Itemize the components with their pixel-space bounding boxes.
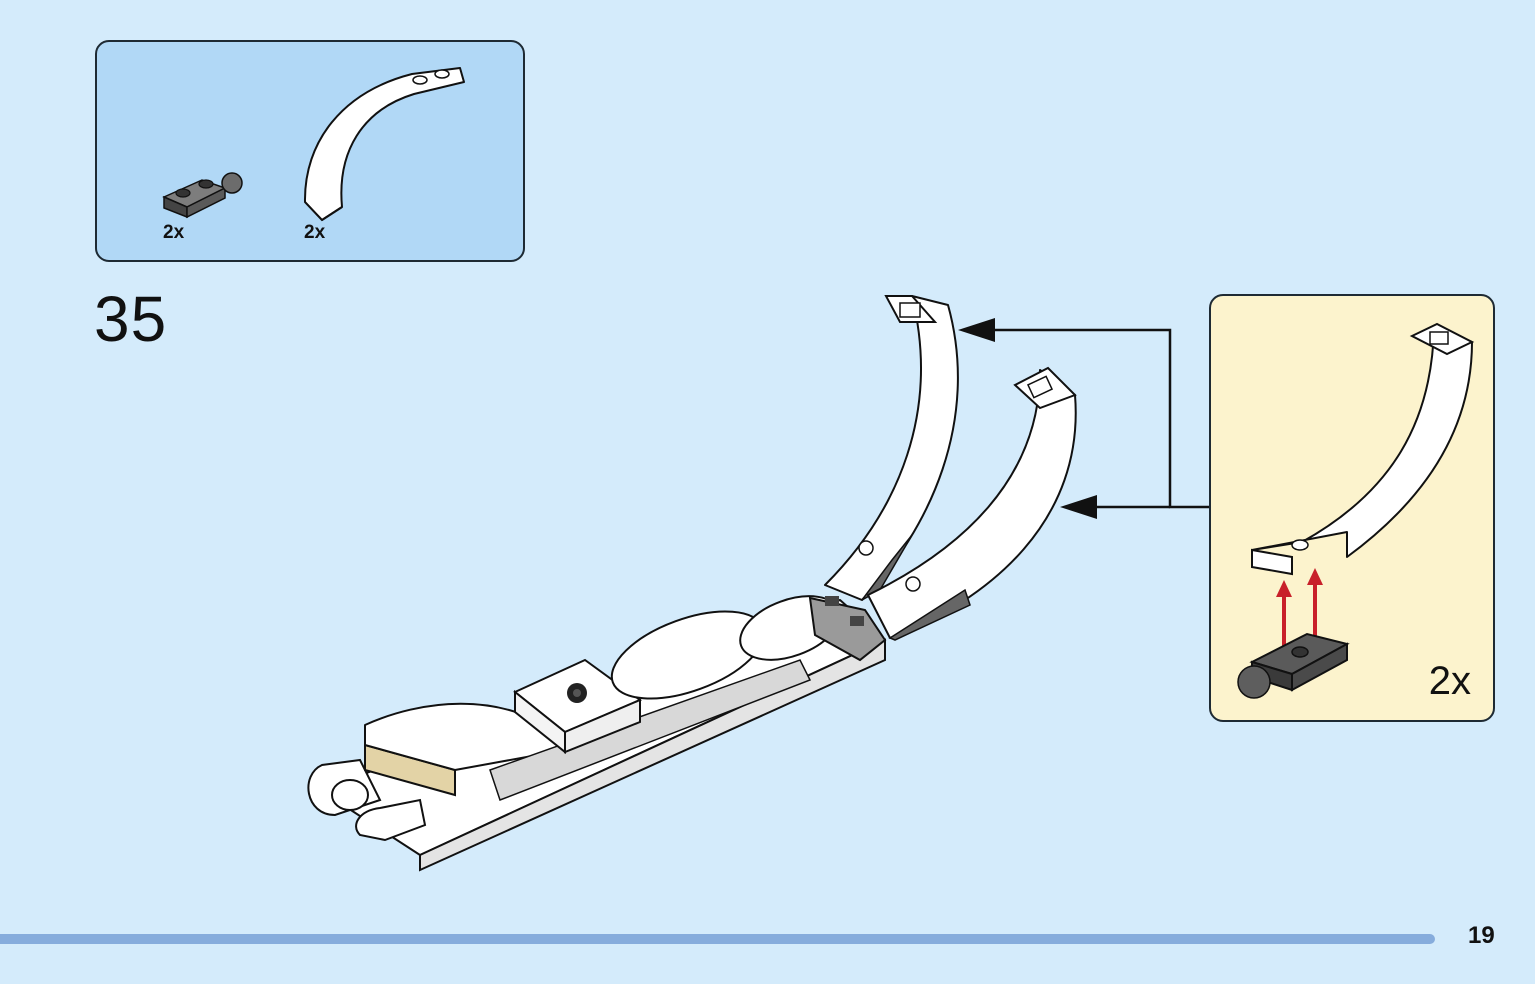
step-number: 35 [94, 283, 168, 355]
sub-assembly-box: 2x [1209, 294, 1495, 722]
sub-assembly-illustration [1237, 322, 1475, 699]
sub-assembly-quantity: 2x [1428, 659, 1471, 703]
arrow-head-icon [1307, 568, 1323, 585]
curved-arch-brick-icon [303, 67, 465, 222]
arrow-head-icon [1276, 580, 1292, 597]
part-quantity: 2x [304, 222, 326, 243]
part-quantity: 2x [163, 222, 185, 243]
arrow-head-icon [1060, 495, 1097, 519]
arrow-head-icon [958, 318, 995, 342]
page-progress-bar [0, 934, 1435, 944]
plate-1x2-with-ball-icon [162, 172, 243, 219]
parts-list-box: 2x 2x [95, 40, 525, 262]
page-number: 19 [1468, 922, 1495, 949]
